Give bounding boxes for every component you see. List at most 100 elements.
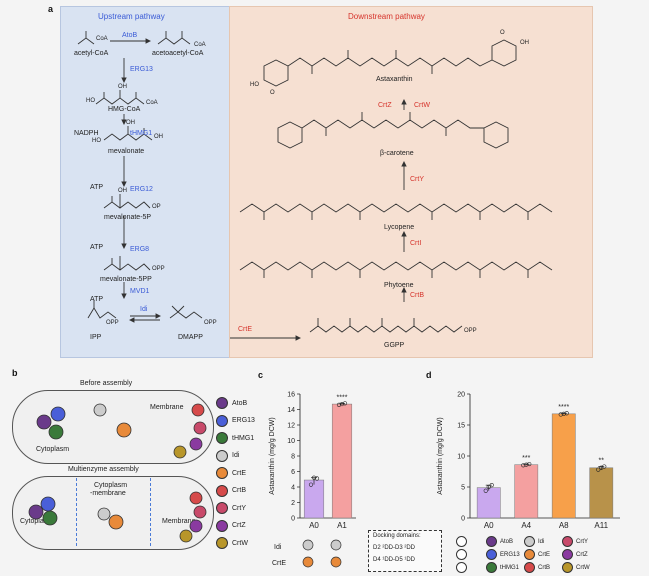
legend-d-item-crte: CrtE	[524, 549, 550, 560]
y-tick-label: 4	[291, 485, 295, 492]
enzyme-blob-crtz-2	[189, 519, 203, 533]
panel-b-enzymes	[28, 403, 207, 543]
oh-label-4: OH	[118, 188, 127, 194]
legend-b-label: ERG13	[232, 417, 255, 424]
y-tick-label: 10	[287, 438, 295, 445]
legend-b-item-atob: AtoB	[216, 396, 247, 410]
data-point	[339, 401, 345, 407]
enzyme-blob-crtb-1	[191, 403, 205, 417]
legend-d-label: CrtW	[576, 564, 590, 571]
legend-d-item-idi: Idi	[524, 536, 544, 547]
enzyme-blob-crty-2	[193, 505, 207, 519]
legend-d-label: CrtZ	[576, 551, 588, 558]
enzyme-erg13: ERG13	[130, 66, 153, 73]
legend-b-item-crte: CrtE	[216, 466, 246, 480]
enzyme-blob-crtw-1	[173, 445, 187, 459]
opp-label-4: OPP	[464, 328, 477, 334]
legend-d-empty-blob	[456, 549, 467, 560]
legend-d-label: ERG13	[500, 551, 520, 558]
x-tick-label: A0	[484, 521, 494, 530]
data-point	[486, 484, 491, 490]
y-axis-label: Astaxanthin (mg/g DCW)	[269, 417, 276, 494]
lycopene-label: Lycopene	[384, 224, 415, 231]
legend-b-swatch-crtw	[216, 537, 228, 549]
legend-b-label: Idi	[232, 452, 240, 459]
atp-label-3: ATP	[90, 296, 104, 303]
oh-label-3: OH	[154, 134, 163, 140]
legend-d-swatch-idi	[524, 536, 535, 547]
cytoplasm-membrane-label-1: Cytoplasm	[94, 482, 128, 489]
data-point	[489, 483, 494, 488]
legend-d-item-crty: CrtY	[562, 536, 588, 547]
astaxanthin-o-label-1: O	[270, 90, 275, 96]
legend-b-swatch-crty	[216, 502, 228, 514]
legend-b-swatch-atob	[216, 397, 228, 409]
legend-d-swatch-erg13	[486, 549, 497, 560]
mevalonate-label: mevalonate	[108, 148, 145, 155]
y-tick-label: 10	[457, 454, 465, 461]
panel-letter-a: a	[48, 4, 54, 14]
dmapp-label: DMAPP	[178, 334, 203, 341]
ho-label-1: HO	[86, 98, 95, 104]
atp-label-2: ATP	[90, 244, 104, 251]
y-tick-label: 20	[457, 392, 465, 399]
docking-line-1: D2 ²DD-D3 ²DD	[373, 545, 415, 551]
membrane-label-2: Membrane	[162, 518, 196, 525]
upstream-box	[60, 6, 230, 358]
docking-box: Docking domains: D2 ²DD-D3 ²DD D4 ¹DD-D5…	[368, 530, 442, 572]
legend-b-label: CrtW	[232, 539, 248, 547]
enzyme-crtz: CrtZ	[378, 102, 392, 109]
enzyme-blob-crtb-2	[189, 491, 203, 505]
data-point	[308, 482, 314, 487]
legend-b-label: CrtZ	[232, 522, 246, 529]
enzyme-blob-erg13-2	[40, 496, 56, 512]
before-assembly-title: Before assembly	[80, 380, 133, 387]
blob-c-crte-a0	[302, 556, 314, 568]
coa-label-3: CoA	[146, 100, 158, 106]
significance-label: ****	[337, 394, 348, 401]
upstream-title: Upstream pathway	[98, 12, 165, 21]
legend-d-empty-blob	[456, 562, 467, 573]
legend-d-swatch-crte	[524, 549, 535, 560]
y-tick-label: 0	[461, 516, 465, 523]
bar-a0	[303, 479, 325, 519]
legend-d-swatch-crtw	[562, 562, 573, 573]
ho-label-2: HO	[92, 138, 101, 144]
enzyme-erg12: ERG12	[130, 186, 153, 193]
blob-c-idi-a1	[330, 539, 342, 551]
legend-b-item-erg13: ERG13	[216, 414, 255, 428]
legend-d-label: CrtE	[538, 551, 550, 558]
astaxanthin-o-label-2: O	[500, 30, 505, 36]
blob-c-crte-a1	[330, 556, 342, 568]
x-tick-label: A1	[337, 521, 347, 530]
enzyme-blob-atob-2	[28, 504, 44, 520]
legend-d-item-crtz: CrtZ	[562, 549, 588, 560]
enzyme-blob-crte-2	[108, 514, 124, 530]
astaxanthin-oh-label: OH	[520, 40, 529, 46]
data-point	[596, 467, 601, 472]
legend-d-swatch-thmg1	[486, 562, 497, 573]
opp-label-1: OPP	[152, 266, 165, 272]
x-tick-label: A0	[309, 521, 319, 530]
bar-a0	[476, 487, 501, 519]
panel-c-row-label-crte: CrtE	[272, 560, 286, 567]
downstream-title: Downstream pathway	[348, 12, 425, 21]
opp-label-3: OPP	[204, 320, 217, 326]
legend-b-item-idi: Idi	[216, 449, 239, 463]
atp-label-1: ATP	[90, 184, 104, 191]
astaxanthin-label: Astaxanthin	[376, 76, 413, 83]
enzyme-crty: CrtY	[410, 176, 424, 183]
bar-a4	[514, 464, 539, 519]
legend-d-label: AtoB	[500, 538, 514, 545]
opp-label-2: OPP	[106, 320, 119, 326]
docking-line-2: D4 ¹DD-D5 ¹DD	[373, 557, 415, 563]
enzyme-blob-crtw-2	[179, 529, 193, 543]
data-point	[314, 476, 320, 481]
bar-a8	[551, 413, 576, 519]
docking-title: Docking domains:	[373, 533, 421, 539]
y-axis-label: Astaxanthin (mg/g DCW)	[437, 417, 444, 494]
